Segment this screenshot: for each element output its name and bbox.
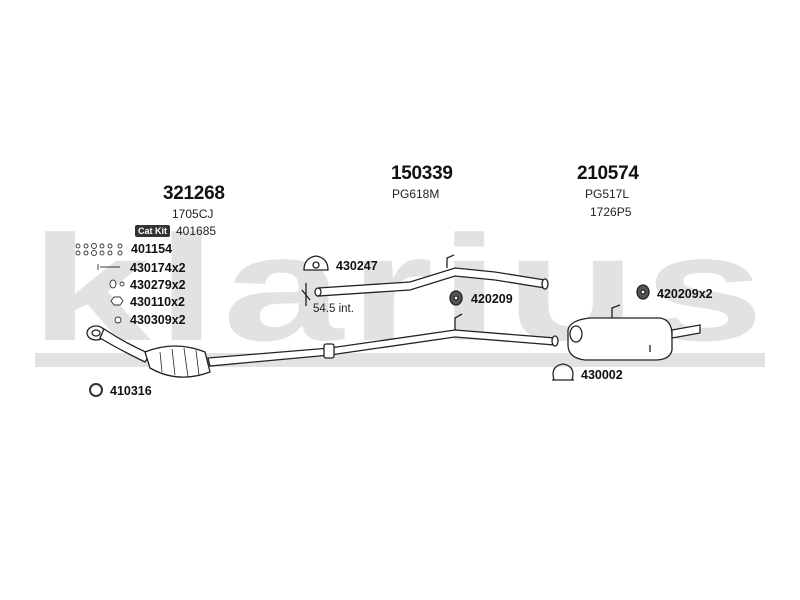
rear-silencer-assembly	[552, 284, 701, 381]
clamp-label[interactable]: 430002	[581, 368, 623, 382]
middle-pipe-ref: PG618M	[392, 187, 440, 201]
rear-silencer-ref2: 1726P5	[590, 205, 632, 219]
nut-icon	[110, 296, 124, 306]
pipe-length-note: 54.5 int.	[313, 303, 354, 315]
middle-hanger-label[interactable]: 420209	[471, 292, 513, 306]
cat-kit-number[interactable]: 401685	[176, 224, 217, 238]
fitting-label[interactable]: 430279x2	[130, 278, 186, 292]
fittings-icons	[75, 243, 125, 324]
rear-silencer-part-number[interactable]: 210574	[577, 163, 639, 184]
rubber-mount-label[interactable]: 430247	[336, 259, 378, 273]
middle-pipe-part-number[interactable]: 150339	[391, 163, 453, 184]
fitting-label[interactable]: 430309x2	[130, 313, 186, 327]
catalyst-ref: 1705CJ	[172, 207, 214, 221]
rear-hanger-label[interactable]: 420209x2	[657, 287, 713, 301]
fitting-label[interactable]: 401154	[131, 242, 173, 256]
middle-pipe-assembly	[301, 254, 549, 306]
tail-pipe	[671, 324, 701, 339]
gasket-icon	[89, 383, 103, 397]
catalytic-converter	[144, 345, 211, 378]
bolt-icon	[97, 264, 120, 270]
pipe-joint	[323, 343, 335, 359]
length-marker	[301, 283, 311, 306]
rear-silencer-ref1: PG517L	[585, 187, 630, 201]
clamp-icon	[552, 363, 574, 381]
spring-icon	[109, 279, 117, 289]
fitting-label[interactable]: 430110x2	[130, 295, 185, 309]
bolt-set-icon	[75, 243, 123, 256]
washer-icon	[114, 316, 122, 324]
catalyst-part-number[interactable]: 321268	[163, 183, 225, 204]
rear-silencer-box	[567, 317, 673, 361]
fitting-label[interactable]: 430174x2	[130, 261, 186, 275]
gasket-label[interactable]: 410316	[110, 384, 152, 398]
cat-kit-badge: Cat Kit	[135, 225, 170, 237]
catalyst-assembly	[86, 313, 559, 378]
